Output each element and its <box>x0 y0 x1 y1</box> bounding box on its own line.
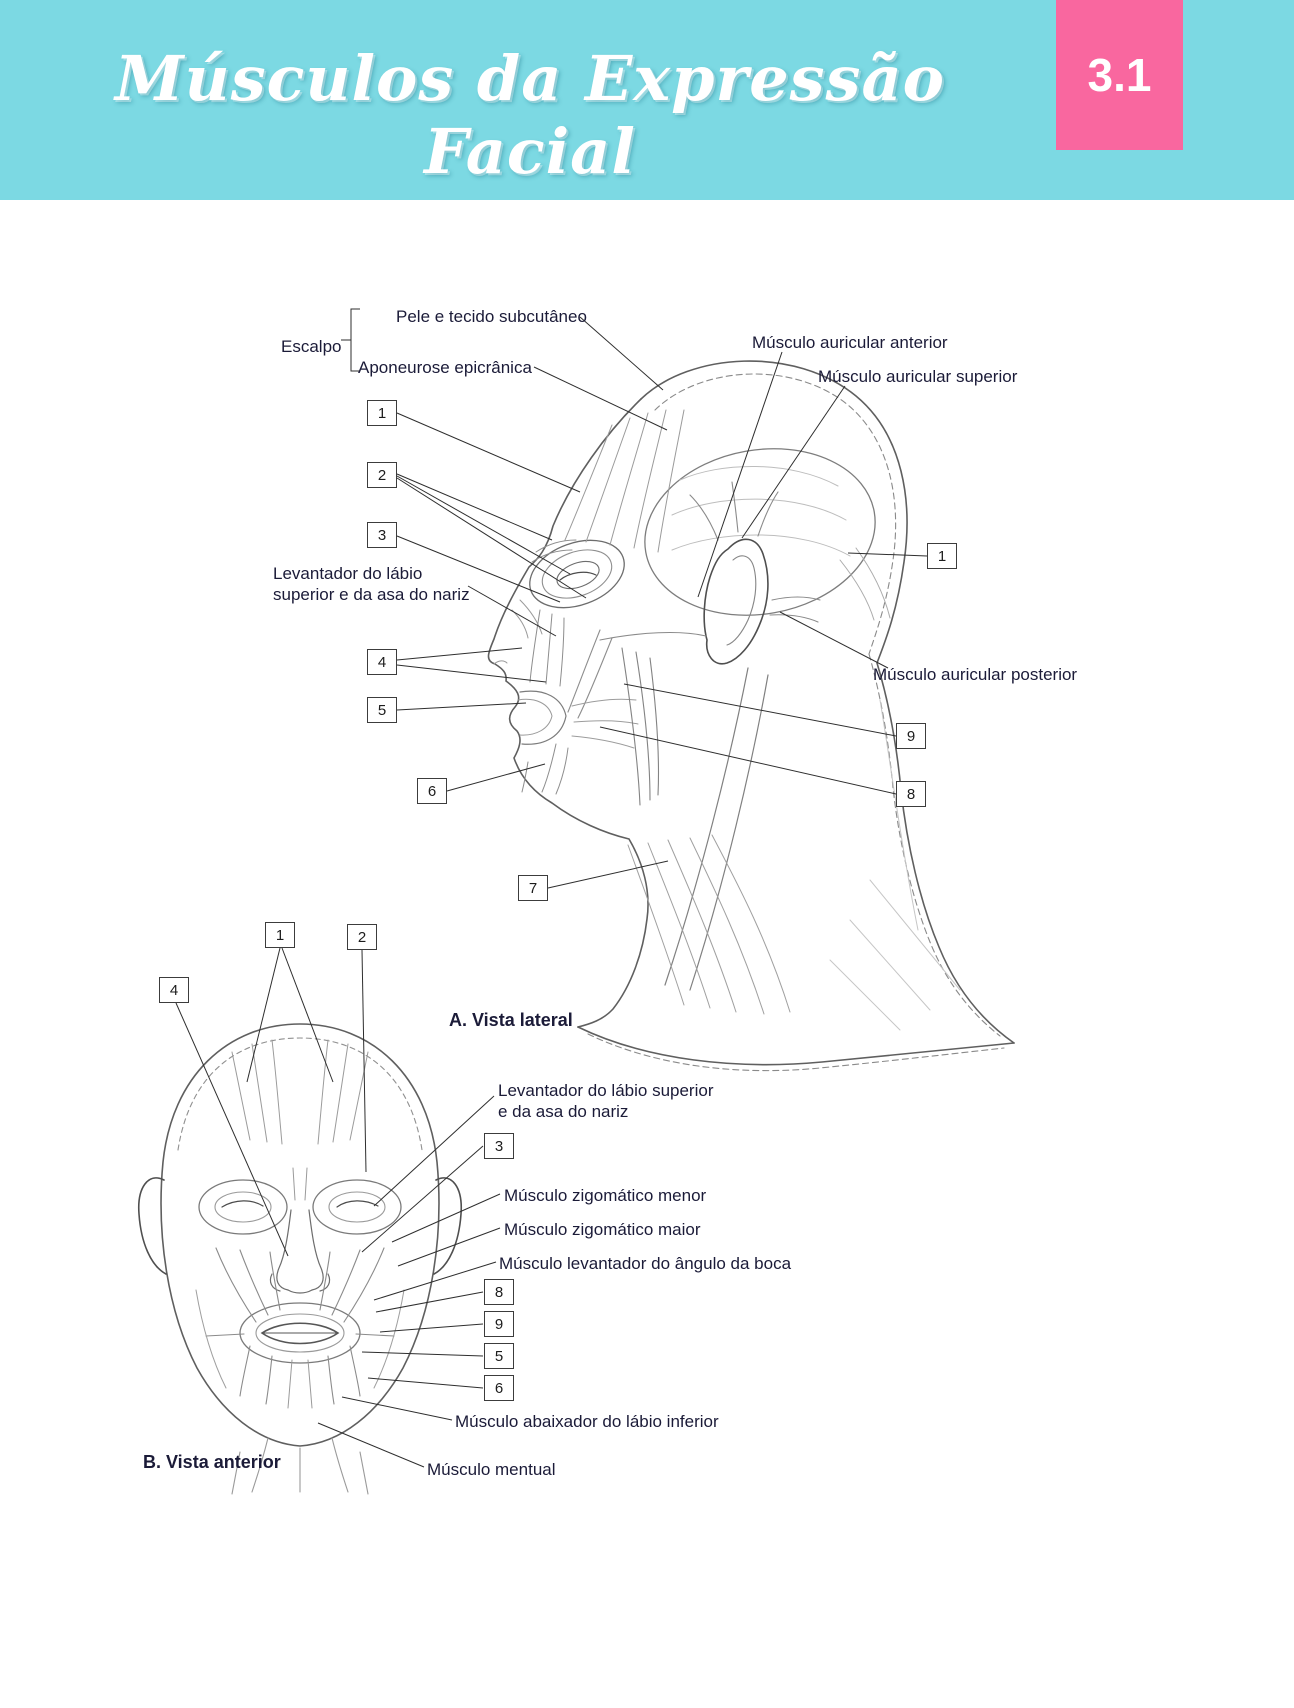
label-aponeurose: Aponeurose epicrânica <box>358 358 532 377</box>
label-levantador-labio-a-line2: superior e da asa do nariz <box>273 585 470 604</box>
label-mentual: Músculo mentual <box>427 1460 556 1479</box>
label-zigomatico-menor: Músculo zigomático menor <box>504 1186 707 1205</box>
marker-b-5: 5 <box>484 1343 514 1369</box>
marker-b-1: 1 <box>265 922 295 948</box>
label-levantador-labio-a-line1: Levantador do lábio <box>273 564 423 583</box>
page-title: Músculos da Expressão Facial <box>115 42 945 188</box>
label-levantador-labio-b: Levantador do lábio superior e da asa do… <box>498 1080 713 1122</box>
label-levantador-angulo: Músculo levantador do ângulo da boca <box>499 1254 792 1273</box>
chapter-number: 3.1 <box>1087 49 1152 101</box>
marker-b-4: 4 <box>159 977 189 1003</box>
marker-b-6: 6 <box>484 1375 514 1401</box>
marker-a-5: 5 <box>367 697 397 723</box>
marker-b-8: 8 <box>484 1279 514 1305</box>
figure-b-caption: B. Vista anterior <box>143 1452 281 1472</box>
marker-a-9: 9 <box>896 723 926 749</box>
marker-a-2: 2 <box>367 462 397 488</box>
marker-a-4: 4 <box>367 649 397 675</box>
marker-a-3: 3 <box>367 522 397 548</box>
label-auricular-anterior: Músculo auricular anterior <box>752 333 948 352</box>
label-auricular-superior: Músculo auricular superior <box>818 367 1018 386</box>
marker-b-2: 2 <box>347 924 377 950</box>
marker-b-3: 3 <box>484 1133 514 1159</box>
label-auricular-posterior: Músculo auricular posterior <box>873 665 1078 684</box>
marker-a-6: 6 <box>417 778 447 804</box>
label-escalpo: Escalpo <box>281 337 342 356</box>
marker-b-9: 9 <box>484 1311 514 1337</box>
anterior-head-drawing <box>138 1023 462 1495</box>
figure-a-caption: A. Vista lateral <box>449 1010 573 1030</box>
marker-a-8: 8 <box>896 781 926 807</box>
label-pele-tecido: Pele e tecido subcutâneo <box>396 307 587 326</box>
label-levantador-labio-a: Levantador do lábio superior e da asa do… <box>273 563 470 605</box>
lateral-head-drawing <box>487 360 1015 1072</box>
label-abaixador-labio: Músculo abaixador do lábio inferior <box>455 1412 719 1431</box>
marker-a-1-left: 1 <box>367 400 397 426</box>
marker-a-7: 7 <box>518 875 548 901</box>
label-levantador-labio-b-line1: Levantador do lábio superior <box>498 1081 714 1100</box>
header-banner: Músculos da Expressão Facial 3.1 <box>0 0 1294 200</box>
leader-lines <box>175 308 928 1468</box>
label-levantador-labio-b-line2: e da asa do nariz <box>498 1102 629 1121</box>
chapter-tab: 3.1 <box>1056 0 1183 150</box>
marker-a-1-right: 1 <box>927 543 957 569</box>
label-zigomatico-maior: Músculo zigomático maior <box>504 1220 701 1239</box>
